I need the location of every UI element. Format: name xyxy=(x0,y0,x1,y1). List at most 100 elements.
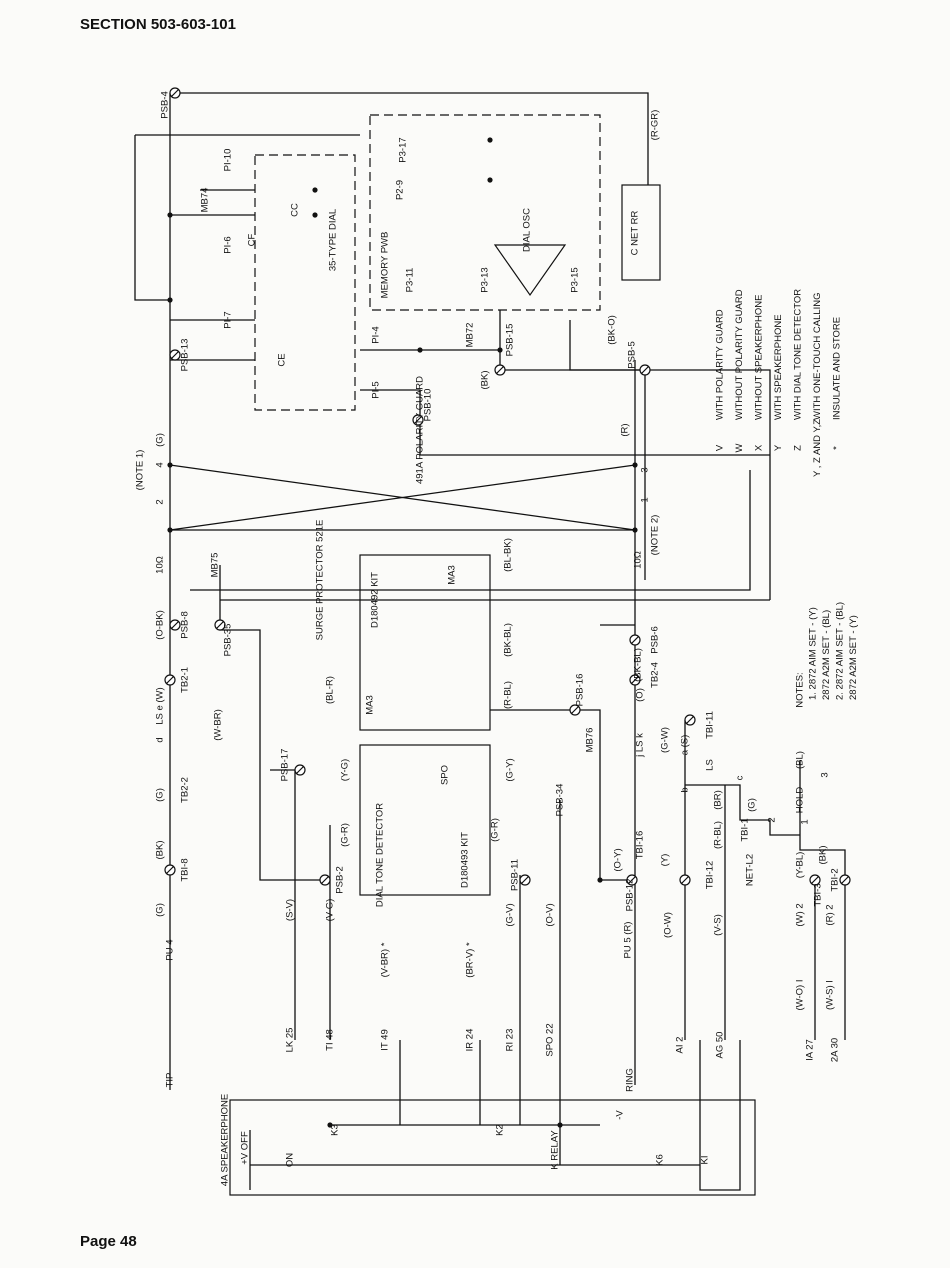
notes-title: NOTES: xyxy=(795,672,806,707)
junction-dot xyxy=(167,462,173,468)
note-line: 2872 A2M SET - (Y) xyxy=(848,615,859,700)
dial-tone-detector-box xyxy=(359,744,491,896)
legend-symbol: Y , Z AND Y,Z xyxy=(812,419,823,477)
label-ir: IR 24 xyxy=(465,1029,476,1052)
label-voff: +V OFF xyxy=(240,1131,251,1165)
page-number: Page 48 xyxy=(80,1233,137,1250)
label-bl: (BL) xyxy=(795,751,806,769)
label-psb16: PSB-16 xyxy=(575,674,586,707)
wire xyxy=(569,320,646,580)
terminal-slot xyxy=(631,676,639,684)
legend-item: WITHOUT POLARITY GUARD xyxy=(734,289,745,420)
label-kit492: D180492 KIT xyxy=(370,572,381,628)
terminal-slot xyxy=(166,866,174,874)
label-ma3b: MA3 xyxy=(365,695,376,715)
label-r1: (R) xyxy=(620,423,631,436)
wire xyxy=(685,784,800,836)
junction-dot xyxy=(417,347,423,353)
label-cf: CF xyxy=(247,233,258,246)
terminal-slot xyxy=(296,766,304,774)
label-g2: (G) xyxy=(155,788,166,802)
terminal-slot xyxy=(166,676,174,684)
label-ohm1: 10Ω xyxy=(155,556,166,574)
legend-symbol: * xyxy=(832,446,843,450)
label-tip: TIP xyxy=(165,1073,176,1088)
label-bkbl: (BK-BL) xyxy=(633,648,644,682)
label-dialosc: DIAL OSC xyxy=(522,208,533,252)
label-psb10: PSB-10 xyxy=(423,389,434,422)
label-c: c xyxy=(735,775,746,780)
label-memory: MEMORY PWB xyxy=(380,232,391,299)
label-kit493: D180493 KIT xyxy=(460,832,471,888)
label-o1: (O) xyxy=(635,688,646,702)
memory-pwb-box xyxy=(369,114,601,311)
terminal-slot xyxy=(321,876,329,884)
junction-dot xyxy=(487,177,493,183)
label-hold: HOLD xyxy=(795,787,806,814)
label-jlsk: j LS k xyxy=(635,733,646,758)
junction-dot xyxy=(632,527,638,533)
label-dial35: 35-TYPE DIAL xyxy=(328,209,339,271)
label-rbl2: (R-BL) xyxy=(713,821,724,849)
label-tbi16: TBI-16 xyxy=(635,831,646,860)
label-n3b: 3 xyxy=(820,772,831,777)
label-yg: (Y-G) xyxy=(340,759,351,781)
label-ag: AG 50 xyxy=(715,1032,726,1059)
label-r2: (R) 2 xyxy=(825,904,836,925)
label-ri: RI 23 xyxy=(505,1029,516,1052)
label-ls2: LS xyxy=(705,759,716,771)
label-ov: (O-V) xyxy=(545,903,556,926)
label-oy: (O-Y) xyxy=(613,848,624,871)
junction-dot xyxy=(557,1122,563,1128)
legend-symbol: Y xyxy=(773,444,784,451)
label-it: IT 49 xyxy=(380,1029,391,1050)
label-gw: (G-W) xyxy=(660,727,671,753)
wire xyxy=(799,760,846,1040)
terminal-slot xyxy=(628,876,636,884)
label-psb6: PSB-6 xyxy=(650,626,661,653)
label-spo: SPO 22 xyxy=(545,1023,556,1056)
label-n2: 2 xyxy=(155,499,166,504)
label-ws: (W-S) I xyxy=(825,980,836,1010)
label-tbi3: TBI-3 xyxy=(813,883,824,906)
label-psb35: PSB-35 xyxy=(223,624,234,657)
label-n2b: 2 xyxy=(767,817,778,822)
legend-symbol: Z xyxy=(793,445,804,451)
label-gv: (G-V) xyxy=(505,903,516,926)
label-tb24: TB2-4 xyxy=(650,662,661,688)
label-spo1: SPO xyxy=(440,765,451,785)
label-pi10: PI-10 xyxy=(223,149,234,172)
label-lk: LK 25 xyxy=(285,1028,296,1053)
label-p311: P3-11 xyxy=(405,268,416,293)
note-line: 2. 2872 AIM SET - (BL) xyxy=(835,602,846,700)
junction-dot xyxy=(632,462,638,468)
legend-item: WITH POLARITY GUARD xyxy=(715,309,726,420)
terminal-slot xyxy=(681,876,689,884)
label-ohm2: 10Ω xyxy=(633,551,644,569)
label-tbi2: TBI-2 xyxy=(830,868,841,891)
label-br: (BR) xyxy=(713,790,724,810)
label-bko: (BK-O) xyxy=(607,315,618,345)
terminal-slot xyxy=(641,366,649,374)
junction-dot xyxy=(327,1122,333,1128)
label-bk1: (BK) xyxy=(155,841,166,860)
4a-speakerphone-box xyxy=(229,1099,756,1196)
label-w2: (W) 2 xyxy=(795,903,806,926)
label-tbi11: TBI-11 xyxy=(705,711,716,739)
label-k6: K6 xyxy=(655,1154,666,1166)
label-ai: AI 2 xyxy=(675,1037,686,1054)
label-pi5: PI-5 xyxy=(371,381,382,398)
label-k2: K2 xyxy=(495,1124,506,1136)
label-net: C NET RR xyxy=(630,211,641,256)
note-line: 1. 2872 AIM SET - (Y) xyxy=(808,607,819,700)
label-pi6: PI-6 xyxy=(223,236,234,253)
legend-symbol: X xyxy=(754,444,765,451)
terminal-slot xyxy=(414,416,422,424)
label-note2: (NOTE 2) xyxy=(650,515,661,556)
label-bk3: (BK) xyxy=(818,846,829,865)
label-ring: RING xyxy=(625,1068,636,1092)
terminal-slot xyxy=(631,636,639,644)
label-tbi12: TBI-12 xyxy=(705,861,716,890)
